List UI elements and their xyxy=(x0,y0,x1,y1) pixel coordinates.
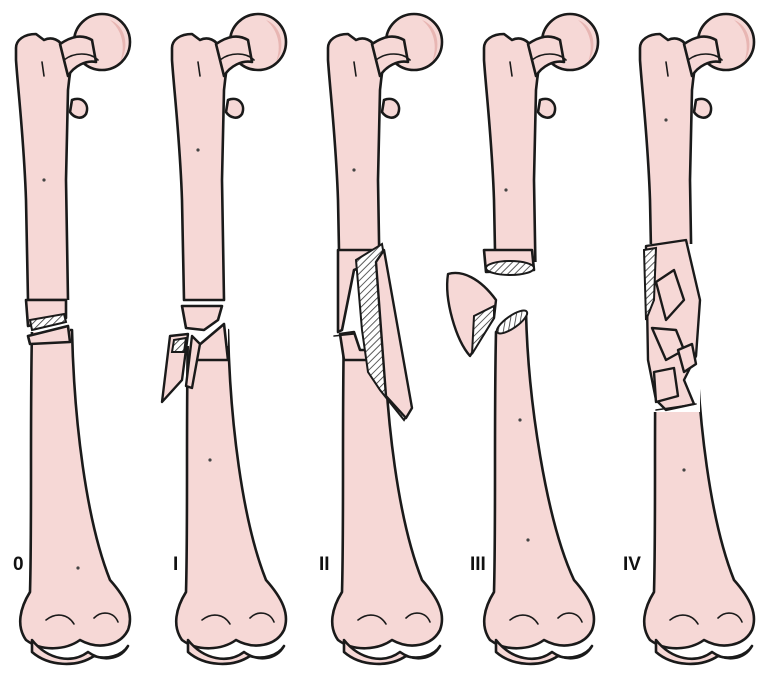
femur-type-4 xyxy=(640,14,754,664)
label-type-0: 0 xyxy=(13,555,24,574)
label-type-3: III xyxy=(470,555,486,574)
label-type-1: I xyxy=(173,555,178,574)
femur-type-2 xyxy=(328,14,442,664)
label-type-2: II xyxy=(319,555,330,574)
label-type-4: IV xyxy=(623,555,641,574)
femur-type-0 xyxy=(16,14,130,664)
femur-type-1 xyxy=(162,14,286,664)
